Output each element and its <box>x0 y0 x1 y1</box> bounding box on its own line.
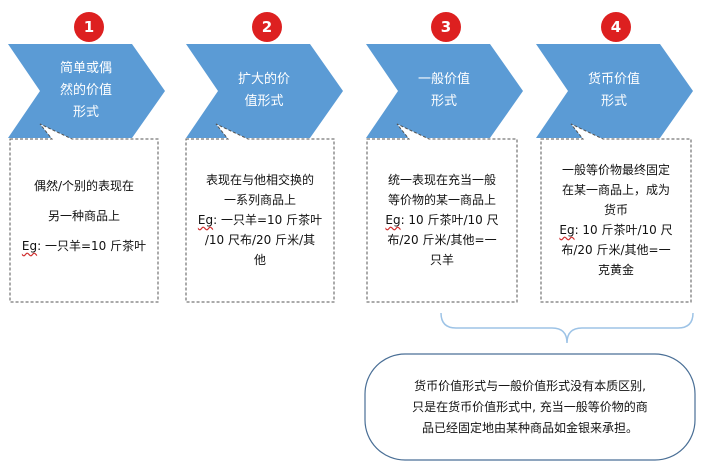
stage-badge-1 <box>74 12 104 42</box>
stage-badge-4 <box>601 12 631 42</box>
stage-arrow-3 <box>366 44 523 138</box>
example-text: : 一只羊=10 斤茶叶 <box>37 239 147 253</box>
callout-line: 一系列商品上 <box>223 193 296 207</box>
callout-line: 另一种商品上 <box>47 209 120 223</box>
stage-label-2: 扩大的价 值形式 <box>218 69 310 113</box>
callout-line: 在某一商品上，成为 <box>561 183 670 197</box>
summary-line: 品已经固定地由某种商品如金银来承担。 <box>421 421 638 435</box>
example-text: : 10 斤茶叶/10 尺 <box>400 213 499 227</box>
stage-number-1: 1 <box>83 18 95 36</box>
example-prefix: Eg <box>21 239 38 253</box>
callout-line: 表现在与他相交换的 <box>205 173 314 187</box>
stage-arrow-4 <box>536 44 693 138</box>
stage-number-2: 2 <box>261 18 273 36</box>
stage-badge-3 <box>431 12 461 42</box>
callout-box-1 <box>9 123 159 303</box>
summary-line: 只是在货币价值形式中, 充当一般等价物的商 <box>412 400 648 414</box>
stage-number-3: 3 <box>440 18 452 36</box>
example-prefix: Eg <box>559 223 575 237</box>
callout-line: 布/20 斤米/其他=一 <box>561 243 671 257</box>
callout-line: 他 <box>253 253 266 267</box>
callout-line: /10 尺布/20 斤米/其 <box>204 233 316 247</box>
callout-example: Eg: 一只羊=10 斤茶叶 <box>186 210 334 230</box>
callout-text-3: 统一表现在充当一般 等价物的某一商品上 Eg: 10 斤茶叶/10 尺 布/20… <box>367 170 517 270</box>
callout-example: Eg: 一只羊=10 斤茶叶 <box>10 236 158 256</box>
callout-line: 一般等价物最终固定 <box>561 163 670 177</box>
stage-label-1: 简单或偶 然的价值 形式 <box>40 58 132 124</box>
callout-line: 布/20 斤米/其他=一 <box>387 233 497 247</box>
callout-box-2 <box>185 123 335 303</box>
stage-label-3: 一般价值 形式 <box>398 69 490 113</box>
stage-label-4: 货币价值 形式 <box>568 69 660 113</box>
callout-example: Eg: 10 斤茶叶/10 尺 <box>541 220 691 240</box>
stage-label-line: 一般价值 <box>417 72 470 87</box>
stage-label-line: 形式 <box>430 94 457 109</box>
callout-text-4: 一般等价物最终固定 在某一商品上，成为 货币 Eg: 10 斤茶叶/10 尺 布… <box>541 160 691 280</box>
callout-text-1: 偶然/个别的表现在 另一种商品上 Eg: 一只羊=10 斤茶叶 <box>10 176 158 256</box>
example-prefix: Eg <box>197 213 214 227</box>
callout-box-3 <box>366 123 518 303</box>
stage-arrow-1 <box>8 44 165 138</box>
example-prefix: Eg <box>385 213 401 227</box>
stage-badge-2 <box>252 12 282 42</box>
stage-label-line: 形式 <box>600 94 627 109</box>
stage-label-line: 简单或偶 <box>59 61 112 76</box>
callout-line: 只羊 <box>429 253 454 267</box>
callout-line: 货币 <box>603 203 628 217</box>
stage-arrow-2 <box>186 44 343 138</box>
grouping-bracket <box>440 312 694 344</box>
stage-label-line: 扩大的价 <box>237 72 290 87</box>
stage-label-line: 值形式 <box>244 94 284 109</box>
callout-line: 克黄金 <box>597 263 634 277</box>
summary-text: 货币价值形式与一般价值形式没有本质区别, 只是在货币价值形式中, 充当一般等价物… <box>365 376 695 439</box>
stage-label-line: 货币价值 <box>587 72 640 87</box>
example-text: : 10 斤茶叶/10 尺 <box>574 223 673 237</box>
stage-label-line: 然的价值 <box>59 83 112 98</box>
callout-example: Eg: 10 斤茶叶/10 尺 <box>367 210 517 230</box>
callout-box-4 <box>540 123 692 303</box>
stage-number-4: 4 <box>610 18 622 36</box>
callout-line: 等价物的某一商品上 <box>387 193 496 207</box>
summary-line: 货币价值形式与一般价值形式没有本质区别, <box>414 379 646 393</box>
summary-box <box>364 353 696 461</box>
callout-line: 偶然/个别的表现在 <box>33 179 135 193</box>
stage-label-line: 形式 <box>72 105 99 120</box>
callout-line: 统一表现在充当一般 <box>387 173 496 187</box>
callout-text-2: 表现在与他相交换的 一系列商品上 Eg: 一只羊=10 斤茶叶 /10 尺布/2… <box>186 170 334 270</box>
example-text: : 一只羊=10 斤茶叶 <box>213 213 323 227</box>
